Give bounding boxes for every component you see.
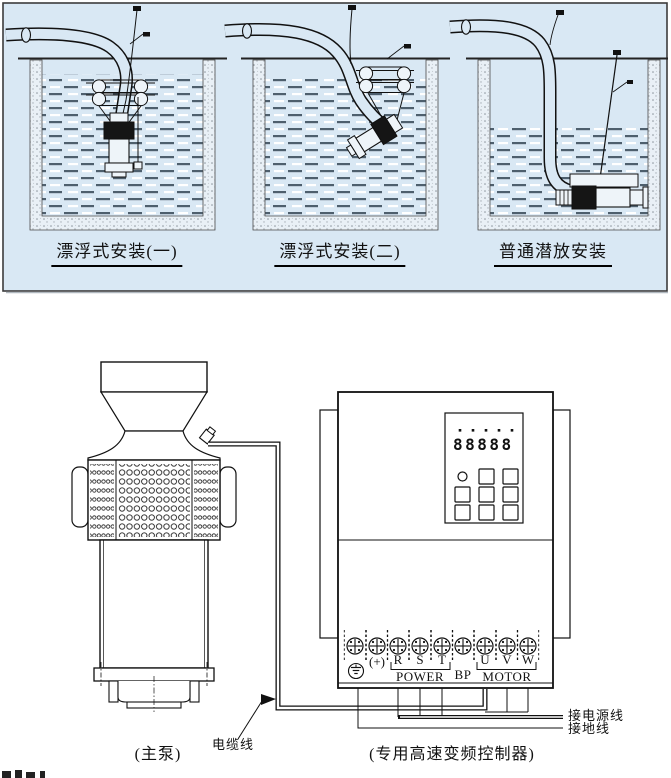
- tank-walls: [477, 59, 661, 231]
- main-pump-figure: [71, 361, 237, 712]
- motor-group-bracket: [476, 662, 537, 670]
- cable-gland: [198, 426, 217, 445]
- motor-wire-stubs: [485, 688, 529, 713]
- seven-segment-display: 88888: [453, 435, 514, 454]
- cable-tie-tag: [556, 10, 564, 15]
- cable-tie-tag: [133, 6, 141, 11]
- tank-walls: [29, 59, 216, 231]
- pump-handle-left: [71, 466, 89, 528]
- cable-tie-tag: [627, 80, 633, 84]
- earth-ground-icon: [347, 662, 365, 680]
- power-wire-label: 接电源线: [568, 708, 625, 723]
- water: [265, 76, 426, 216]
- hose-end-cap: [460, 19, 472, 35]
- led-indicator: [457, 471, 468, 482]
- terminal-label-plus: (+): [369, 654, 385, 669]
- cable-label: 电缆线: [211, 737, 255, 752]
- tank-walls: [252, 59, 439, 231]
- pump-outlet: [100, 361, 208, 393]
- tank-submersible: [449, 10, 668, 231]
- pump-funnel: [99, 391, 209, 432]
- hose-end-cap: [241, 23, 253, 39]
- terminal-wires: [357, 688, 563, 729]
- pump-cable-run: [208, 441, 488, 711]
- cable-tie-tag: [143, 32, 150, 37]
- float-assembly: [86, 79, 155, 107]
- terminal-label-w: W: [521, 652, 535, 667]
- ground-wire-label: 接地线: [568, 721, 611, 736]
- crop-artifact: [2, 770, 45, 778]
- power-group-bracket: [390, 662, 451, 670]
- keypad-buttons: [454, 468, 519, 521]
- pump-handle-right: [219, 466, 237, 528]
- cable-tie-tag: [613, 50, 621, 55]
- rst-wire-stubs: [397, 688, 443, 717]
- mounting-flange-right: [552, 409, 571, 639]
- bp-terminal-label: BP: [454, 667, 472, 682]
- pump-strainer: [103, 121, 135, 140]
- cable-tie-tag: [348, 5, 356, 10]
- float-assembly: [356, 66, 414, 94]
- pump-horizontal: [555, 173, 649, 210]
- pump-caption: (主泵): [134, 746, 182, 763]
- installation-panel-art: [2, 2, 668, 294]
- pump-flare: [87, 430, 221, 461]
- power-group-label: POWER: [396, 669, 444, 684]
- cable-leader-arrow: [237, 694, 276, 740]
- cable-tie-tag: [404, 44, 411, 49]
- hose-end-cap: [20, 27, 32, 43]
- pump-body: [99, 539, 209, 669]
- terminal-label-t: T: [438, 652, 446, 667]
- mounting-flange-left: [319, 409, 339, 639]
- pump: [103, 97, 143, 178]
- terminal-label-v: V: [502, 652, 512, 667]
- tank-floating-2: [224, 5, 450, 231]
- motor-group-label: MOTOR: [482, 669, 532, 684]
- terminal-label-u: U: [480, 652, 490, 667]
- terminal-label-r: R: [393, 652, 403, 667]
- pump-cable-line: [121, 9, 138, 119]
- caption-submersible-install: 普通潜放安装: [494, 242, 612, 267]
- caption-floating-install-2: 漂浮式安装(二): [274, 242, 406, 267]
- controller-figure: [319, 391, 571, 689]
- controller-caption: (专用高速变频控制器): [369, 746, 535, 763]
- terminal-label-s: S: [416, 652, 424, 667]
- lifting-rope: [598, 54, 618, 187]
- pump-tilted: [345, 113, 404, 160]
- tank-floating-1: [5, 6, 227, 231]
- pump-handle: [569, 173, 639, 188]
- ground-wire: [357, 688, 563, 729]
- pump-strainer: [571, 185, 597, 210]
- caption-floating-install-1: 漂浮式安装(一): [51, 242, 183, 267]
- display-dots: [458, 429, 514, 432]
- pump-cable-line: [349, 8, 353, 65]
